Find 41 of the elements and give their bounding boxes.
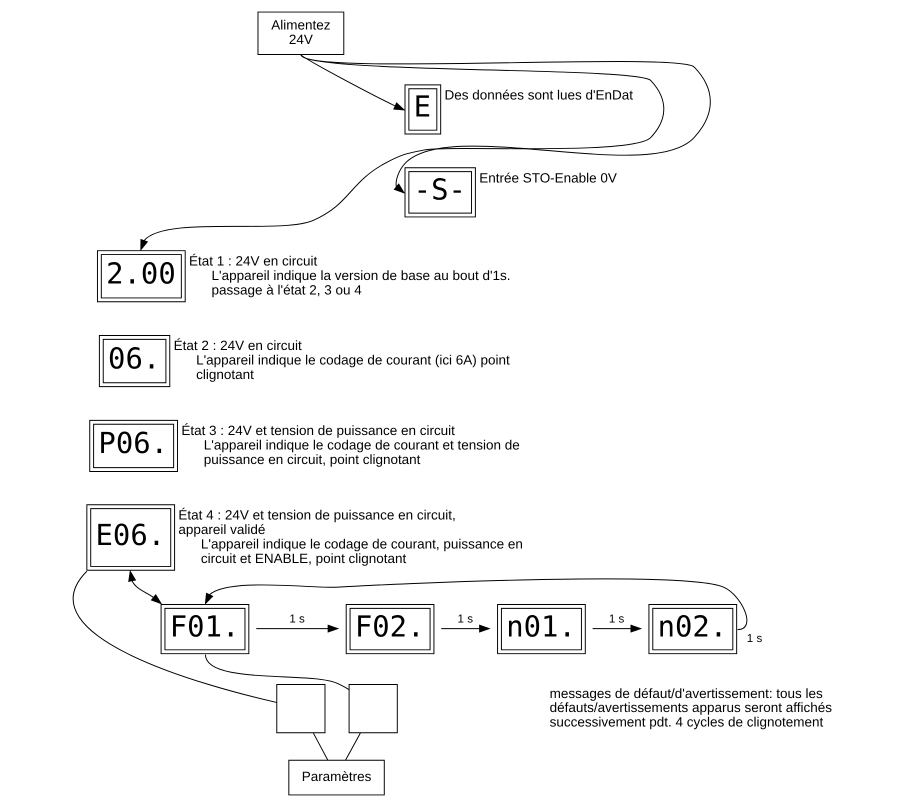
- node-box: F02.: [345, 604, 434, 654]
- node-box: P06.: [88, 420, 178, 472]
- arrow: [255, 624, 339, 633]
- node-label: Des données sont lues d'EnDat: [444, 88, 633, 103]
- arrow: [140, 54, 664, 252]
- edge-label: 1 s: [288, 613, 304, 626]
- arrow: [440, 624, 490, 633]
- node-box: 2.00: [96, 250, 186, 302]
- node-box: E: [404, 84, 441, 135]
- node-box: Alimentez 24V: [257, 12, 344, 55]
- edge-label: 1 s: [457, 613, 472, 626]
- node-box: Paramètres: [288, 760, 384, 796]
- node-label: Entrée STO-Enable 0V: [478, 170, 616, 186]
- node-box: n01.: [496, 604, 586, 654]
- label: messages de défaut/d'avertissement: tous les défauts/avertissements apparus seront affichés successivement pdt. 4 cycles de clignotement: [549, 686, 832, 730]
- node-label: L'appareil indique le codage de courant, puissance en circuit et ENABLE, point clignotant: [200, 536, 522, 566]
- arrow: [300, 54, 405, 111]
- arrow: [204, 578, 747, 630]
- node-box: F01.: [160, 604, 249, 654]
- connector: [72, 570, 277, 703]
- node-box: 06.: [98, 335, 170, 388]
- node-box: [348, 684, 398, 734]
- node-box: E06.: [86, 504, 175, 571]
- node-label: L'appareil indique le codage de courant (ici 6A) point clignotant: [196, 352, 510, 382]
- node-label: L'appareil indique le codage de courant et tension de puissance en circuit, point clignotant: [203, 437, 520, 467]
- arrow: [128, 570, 162, 604]
- connector: [312, 732, 328, 761]
- node-label: État 1 : 24V en circuit: [188, 253, 317, 268]
- edge-label: 1 s: [746, 632, 762, 645]
- edge-label: 1 s: [608, 613, 624, 626]
- node-box: n02.: [648, 604, 737, 654]
- arrow: [592, 624, 642, 633]
- node-label: État 2 : 24V en circuit: [173, 338, 302, 354]
- node-label: L'appareil indique la version de base au bout d'1s. passage à l'état 2, 3 ou 4: [211, 268, 510, 298]
- node-box: [276, 684, 325, 734]
- node-label: État 3 : 24V et tension de puissance en circuit: [180, 423, 454, 438]
- connector: [344, 732, 360, 761]
- arrow: [300, 54, 710, 194]
- node-label: État 4 : 24V et tension de puissance en circuit, appareil validé: [178, 507, 456, 537]
- node-box: -S-: [404, 167, 476, 218]
- connector: [204, 654, 350, 690]
